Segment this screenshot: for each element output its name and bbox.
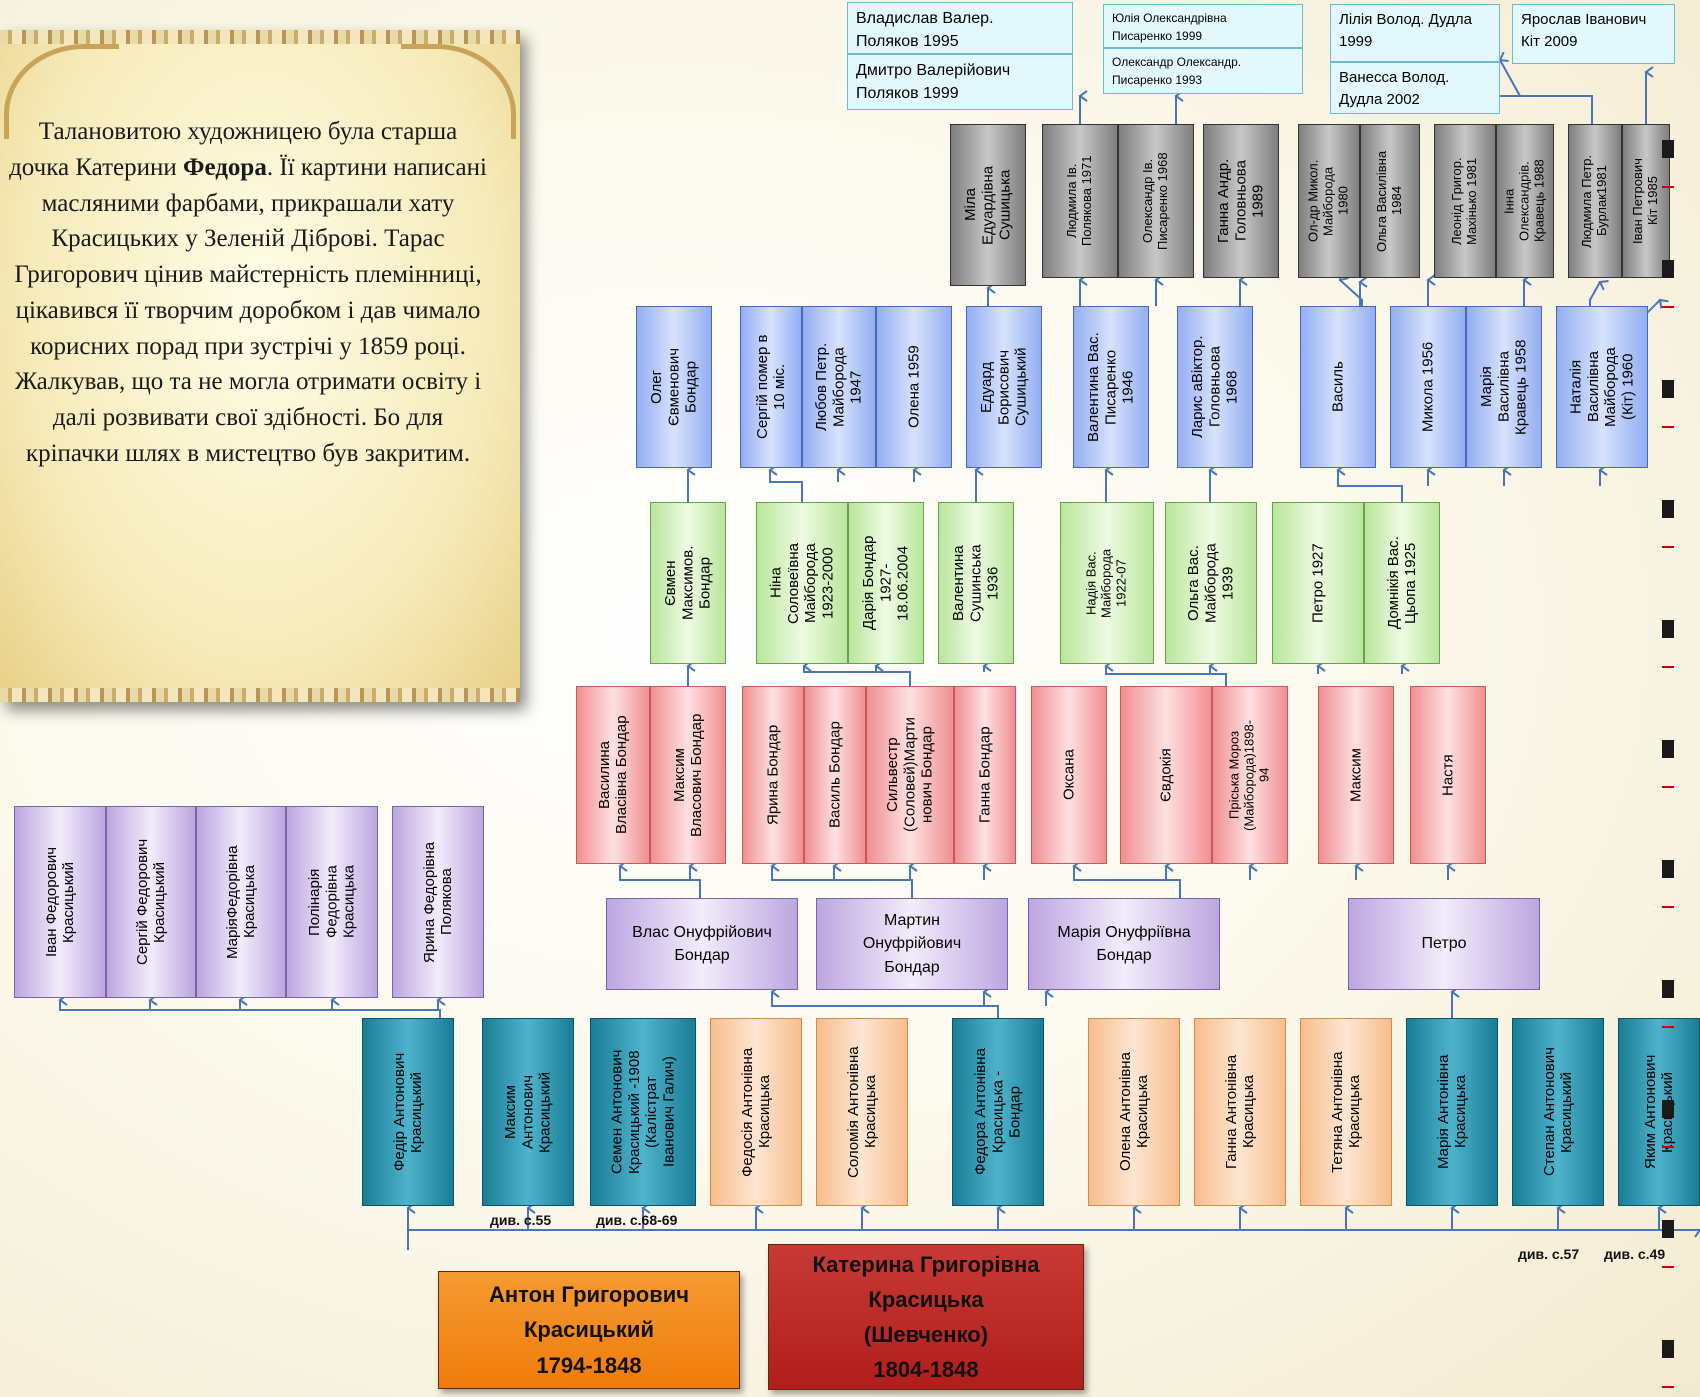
gen4-person: Максим Власович Бондар: [650, 686, 726, 864]
gen5-person: Валентина Сушинська 1936: [938, 502, 1014, 664]
gen8-person: Лілія Волод. Дудла 1999: [1330, 4, 1500, 62]
page-ref: див. с.55: [490, 1212, 552, 1228]
mother-card: Катерина Григорівна Красицька (Шевченко)…: [768, 1244, 1084, 1390]
gen5-person: Домнікія Вас. Цьопа 1925: [1364, 502, 1440, 664]
child-card: Максим Антонович Красицький: [482, 1018, 574, 1206]
gen7-person: Інна Олександрів. Кравець 1988: [1496, 124, 1554, 278]
gen4-person: Ганна Бондар: [954, 686, 1016, 864]
gen4-person: Євдокія: [1120, 686, 1212, 864]
gen6-person: Едуард Борисович Сушицький: [966, 306, 1042, 468]
gen3-person: Марія Онуфріївна Бондар: [1028, 898, 1220, 990]
gen8-person: Ванесса Волод. Дудла 2002: [1330, 62, 1500, 114]
page-ref: див. с.57: [1518, 1246, 1580, 1262]
scroll-bottom-border: [0, 688, 520, 702]
father-card: Антон Григорович Красицький 1794-1848: [438, 1271, 740, 1389]
gen6-person: Валентина Вас. Писаренко 1946: [1073, 306, 1149, 468]
gen7-person: Ольга Василівна 1984: [1360, 124, 1420, 278]
gen3-person: Ярина Федорівна Полякова: [392, 806, 484, 998]
child-card: Тетяна Антонівна Красицька: [1300, 1018, 1392, 1206]
gen4-person: Настя: [1410, 686, 1486, 864]
gen3-person: Мартин Онуфрійович Бондар: [816, 898, 1008, 990]
right-edge-decoration: [1662, 100, 1674, 1390]
gen4-person: Максим: [1318, 686, 1394, 864]
gen5-person: Надія Вас. Майборода 1922-07: [1060, 502, 1154, 664]
gen6-person: Сергій помер в 10 міс.: [740, 306, 802, 468]
scroll-text-bold: Федора: [183, 153, 267, 181]
gen7-person: Людмила Ів. Полякова 1971: [1042, 124, 1118, 278]
child-card: Марія Антонівна Красицька: [1406, 1018, 1498, 1206]
gen3-person: Іван Федорович Красицький: [14, 806, 106, 998]
gen8-person: Ярослав Іванович Кіт 2009: [1512, 4, 1675, 64]
child-card: Семен Антонович Красицький -1908 (Каліст…: [590, 1018, 696, 1206]
gen3-person: Влас Онуфрійович Бондар: [606, 898, 798, 990]
gen8-person: Юлія Олександрівна Писаренко 1999: [1103, 4, 1303, 48]
scroll-top-border: [0, 30, 520, 44]
gen6-person: Наталія Василівна Майборода (Кіт) 1960: [1556, 306, 1648, 468]
gen8-person: Олександр Олександр. Писаренко 1993: [1103, 48, 1303, 94]
child-card: Федосія Антонівна Красицька: [710, 1018, 802, 1206]
scroll-text: Талановитою художницею була старша дочка…: [9, 118, 487, 467]
gen6-person: Олег Євменович Бондар: [636, 306, 712, 468]
child-card: Федір Антонович Красицький: [362, 1018, 454, 1206]
gen6-person: Ларис аВіктор. Головньова 1968: [1177, 306, 1253, 468]
gen5-person: Ольга Вас. Майборода 1939: [1165, 502, 1257, 664]
gen8-person: Дмитро Валерійович Поляков 1999: [847, 54, 1073, 110]
gen5-person: Ніна Соловеївна Майборода 1923-2000: [756, 502, 848, 664]
gen7-person: Міла Едуардівна Сушицька: [950, 124, 1026, 286]
gen3-person: МаріяФедорівна Красицька: [196, 806, 286, 998]
scroll-panel: Талановитою художницею була старша дочка…: [0, 30, 520, 702]
gen6-person: Марія Василівна Кравець 1958: [1466, 306, 1542, 468]
child-card: Федора Антонівна Красицька - Бондар: [952, 1018, 1044, 1206]
gen4-person: Оксана: [1031, 686, 1107, 864]
gen3-person: Петро: [1348, 898, 1540, 990]
gen5-person: Петро 1927: [1272, 502, 1364, 664]
page-ref: див. с.68-69: [596, 1212, 678, 1228]
gen6-person: Олена 1959: [876, 306, 952, 468]
gen3-person: Полінарія Федорівна Красицька: [286, 806, 378, 998]
gen4-person: Василина Власівна Бондар: [576, 686, 650, 864]
gen4-person: Сильвестр (Соловей)Марти нович Бондар: [866, 686, 954, 864]
gen7-person: Леонід Григор. Махінько 1981: [1434, 124, 1496, 278]
child-card: Ганна Антонівна Красицька: [1194, 1018, 1286, 1206]
gen4-person: Пріська Мороз (Майборода)1898- 94: [1212, 686, 1288, 864]
gen4-person: Василь Бондар: [804, 686, 866, 864]
gen6-person: Любов Петр. Майборода 1947: [802, 306, 876, 468]
page-ref: див. с.49: [1604, 1246, 1666, 1262]
child-card: Олена Антонівна Красицька: [1088, 1018, 1180, 1206]
gen5-person: Євмен Максимов. Бондар: [650, 502, 726, 664]
child-card: Степан Антонович Красицький: [1512, 1018, 1604, 1206]
gen3-person: Сергій Федорович Красицький: [106, 806, 196, 998]
gen7-person: Олександр Ів. Писаренко 1968: [1118, 124, 1194, 278]
gen6-person: Василь: [1300, 306, 1376, 468]
child-card: Соломія Антонівна Красицька: [816, 1018, 908, 1206]
gen7-person: Ол-др Микол. Майборода 1980: [1298, 124, 1360, 278]
gen7-person: Людмила Петр. Бурлак1981: [1568, 124, 1622, 278]
gen7-person: Ганна Андр. Головньова 1989: [1203, 124, 1279, 278]
child-card: Яким Антонович Красицький: [1618, 1018, 1700, 1206]
gen5-person: Дарія Бондар 1927- 18.06.2004: [848, 502, 924, 664]
gen6-person: Микола 1956: [1390, 306, 1466, 468]
gen8-person: Владислав Валер. Поляков 1995: [847, 2, 1073, 54]
gen4-person: Ярина Бондар: [742, 686, 804, 864]
